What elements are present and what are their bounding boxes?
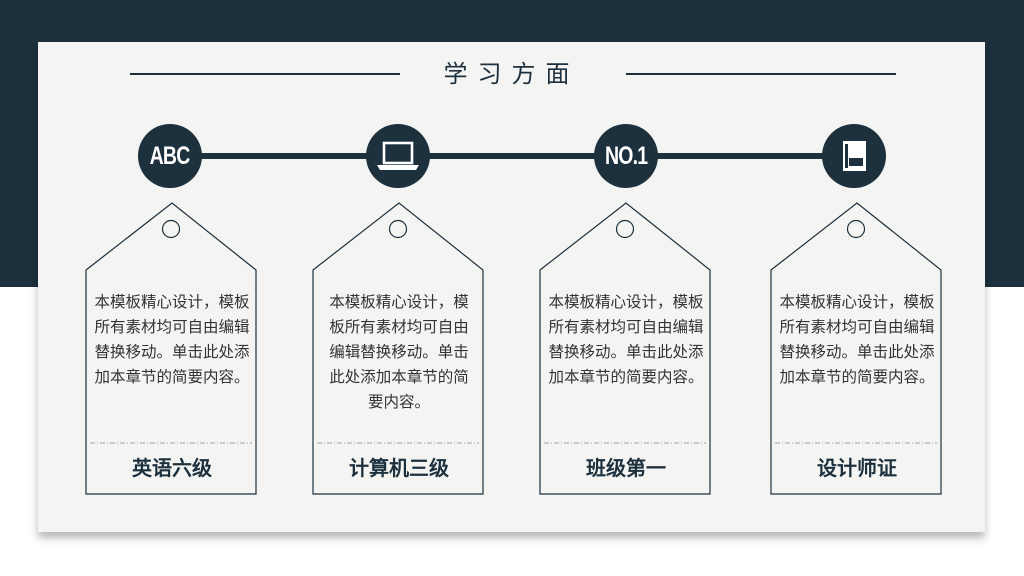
laptop-icon [377,141,419,170]
tag-card-2: 本模板精心设计，模板所有素材均可自由编辑替换移动。单击此处添加本章节的简要内容。… [312,202,486,496]
title-left-line [130,73,400,75]
tag-label: 班级第一 [586,456,666,480]
tag-label: 英语六级 [132,456,212,480]
tag-outline [85,202,257,495]
no1-text-icon: NO.1 [604,141,648,170]
timeline-bar [170,153,854,159]
tag-label: 计算机三级 [349,456,449,480]
content-card: 学习方面 ABC NO.1 本模板精心设计，模板所有素材均可自由编辑替换移动。单… [38,42,985,532]
abc-text-icon: ABC [150,141,191,170]
node-abc: ABC [138,124,202,188]
tag-outline [770,202,942,495]
tag-description: 本模板精心设计，模板所有素材均可自由编辑替换移动。单击此处添加本章节的简要内容。 [94,293,250,386]
tag-outline [539,202,711,495]
book-icon [843,141,866,171]
tag-card-3: 本模板精心设计，模板所有素材均可自由编辑替换移动。单击此处添加本章节的简要内容。… [539,202,713,496]
tag-label: 设计师证 [817,456,897,480]
node-no1: NO.1 [594,124,658,188]
node-laptop [366,124,430,188]
tag-description: 本模板精心设计，模板所有素材均可自由编辑替换移动。单击此处添加本章节的简要内容。 [779,293,935,386]
tag-description: 本模板精心设计，模板所有素材均可自由编辑替换移动。单击此处添加本章节的简要内容。 [548,293,704,386]
tag-outline [312,202,484,495]
title-right-line [626,73,896,75]
tag-card-1: 本模板精心设计，模板所有素材均可自由编辑替换移动。单击此处添加本章节的简要内容。… [85,202,259,496]
node-book [822,124,886,188]
tag-description: 本模板精心设计，模板所有素材均可自由编辑替换移动。单击此处添加本章节的简要内容。 [329,293,469,411]
page-title: 学习方面 [443,60,580,88]
tag-card-4: 本模板精心设计，模板所有素材均可自由编辑替换移动。单击此处添加本章节的简要内容。… [770,202,944,496]
